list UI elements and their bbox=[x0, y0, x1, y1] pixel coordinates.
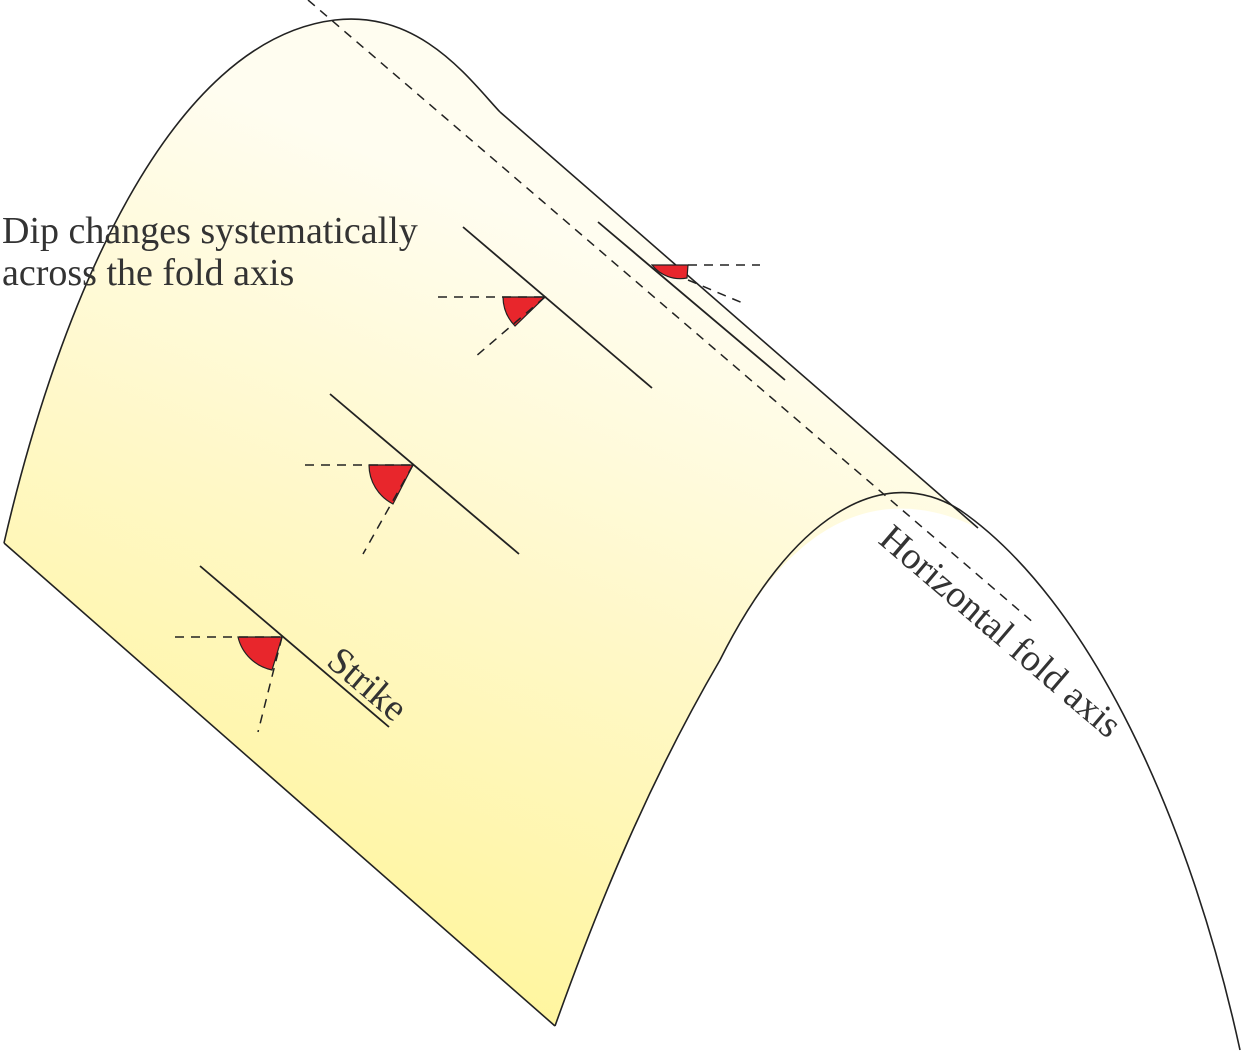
dip-symbol-4 bbox=[650, 264, 760, 305]
dip-description-line1: Dip changes systematically bbox=[2, 210, 418, 252]
bottom-edge bbox=[3, 542, 556, 1027]
far-limb-profile bbox=[554, 491, 1241, 1051]
dip-symbol-3 bbox=[175, 565, 390, 733]
dip-symbol-1 bbox=[438, 226, 653, 389]
dip-angle-wedge bbox=[650, 264, 689, 280]
dip-description-line2: across the fold axis bbox=[2, 252, 294, 294]
dip-angle-wedge bbox=[368, 464, 414, 505]
dip-direction bbox=[362, 464, 414, 555]
dip-angle-wedge bbox=[237, 636, 283, 671]
hinge-crest-line bbox=[499, 111, 979, 529]
strike-line-4 bbox=[597, 221, 786, 381]
dip-direction bbox=[257, 636, 283, 733]
dip-direction bbox=[687, 279, 746, 305]
dip-symbol-2 bbox=[305, 393, 520, 555]
fold-axis-label: Horizontal fold axis bbox=[871, 517, 1129, 746]
fold-surface bbox=[4, 19, 978, 1026]
near-limb-edge bbox=[3, 18, 501, 544]
strike-line-3 bbox=[199, 565, 390, 728]
strike-line-1 bbox=[462, 226, 653, 389]
strike-line-2 bbox=[329, 393, 520, 555]
